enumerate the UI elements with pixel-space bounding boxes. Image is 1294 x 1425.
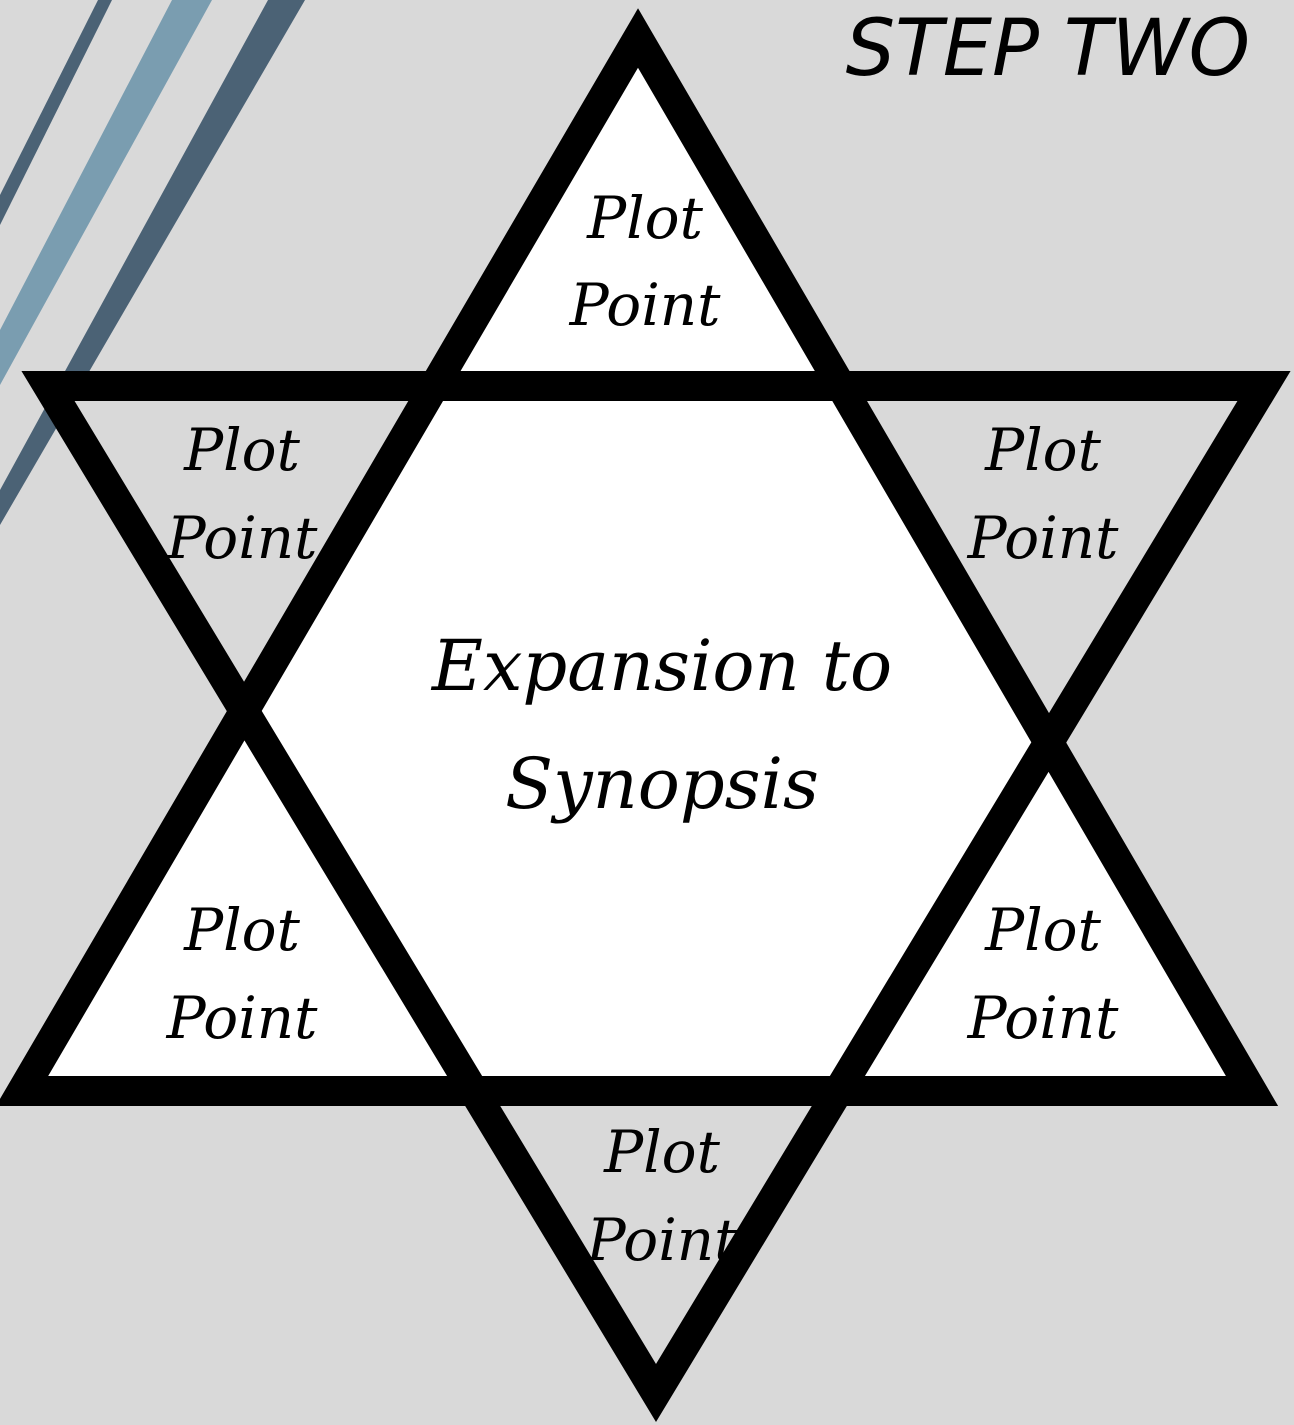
- page-title: STEP TWO: [846, 4, 1250, 94]
- plot-point-label-line1: Plot: [183, 416, 300, 484]
- plot-point-label-line2: Point: [166, 504, 318, 572]
- plot-point-label-line1: Plot: [586, 184, 703, 252]
- center-label-line2: Synopsis: [505, 743, 819, 825]
- plot-point-label-line2: Point: [586, 1206, 738, 1274]
- plot-point-label-line2: Point: [166, 984, 318, 1052]
- plot-point-label-line2: Point: [967, 504, 1119, 572]
- plot-point-label-line1: Plot: [984, 896, 1101, 964]
- plot-point-label-line2: Point: [569, 271, 721, 339]
- center-label-line1: Expansion to: [430, 625, 892, 707]
- plot-point-label-line1: Plot: [984, 416, 1101, 484]
- plot-point-label-line2: Point: [967, 984, 1119, 1052]
- plot-point-label-line1: Plot: [603, 1118, 720, 1186]
- plot-point-label-line1: Plot: [183, 896, 300, 964]
